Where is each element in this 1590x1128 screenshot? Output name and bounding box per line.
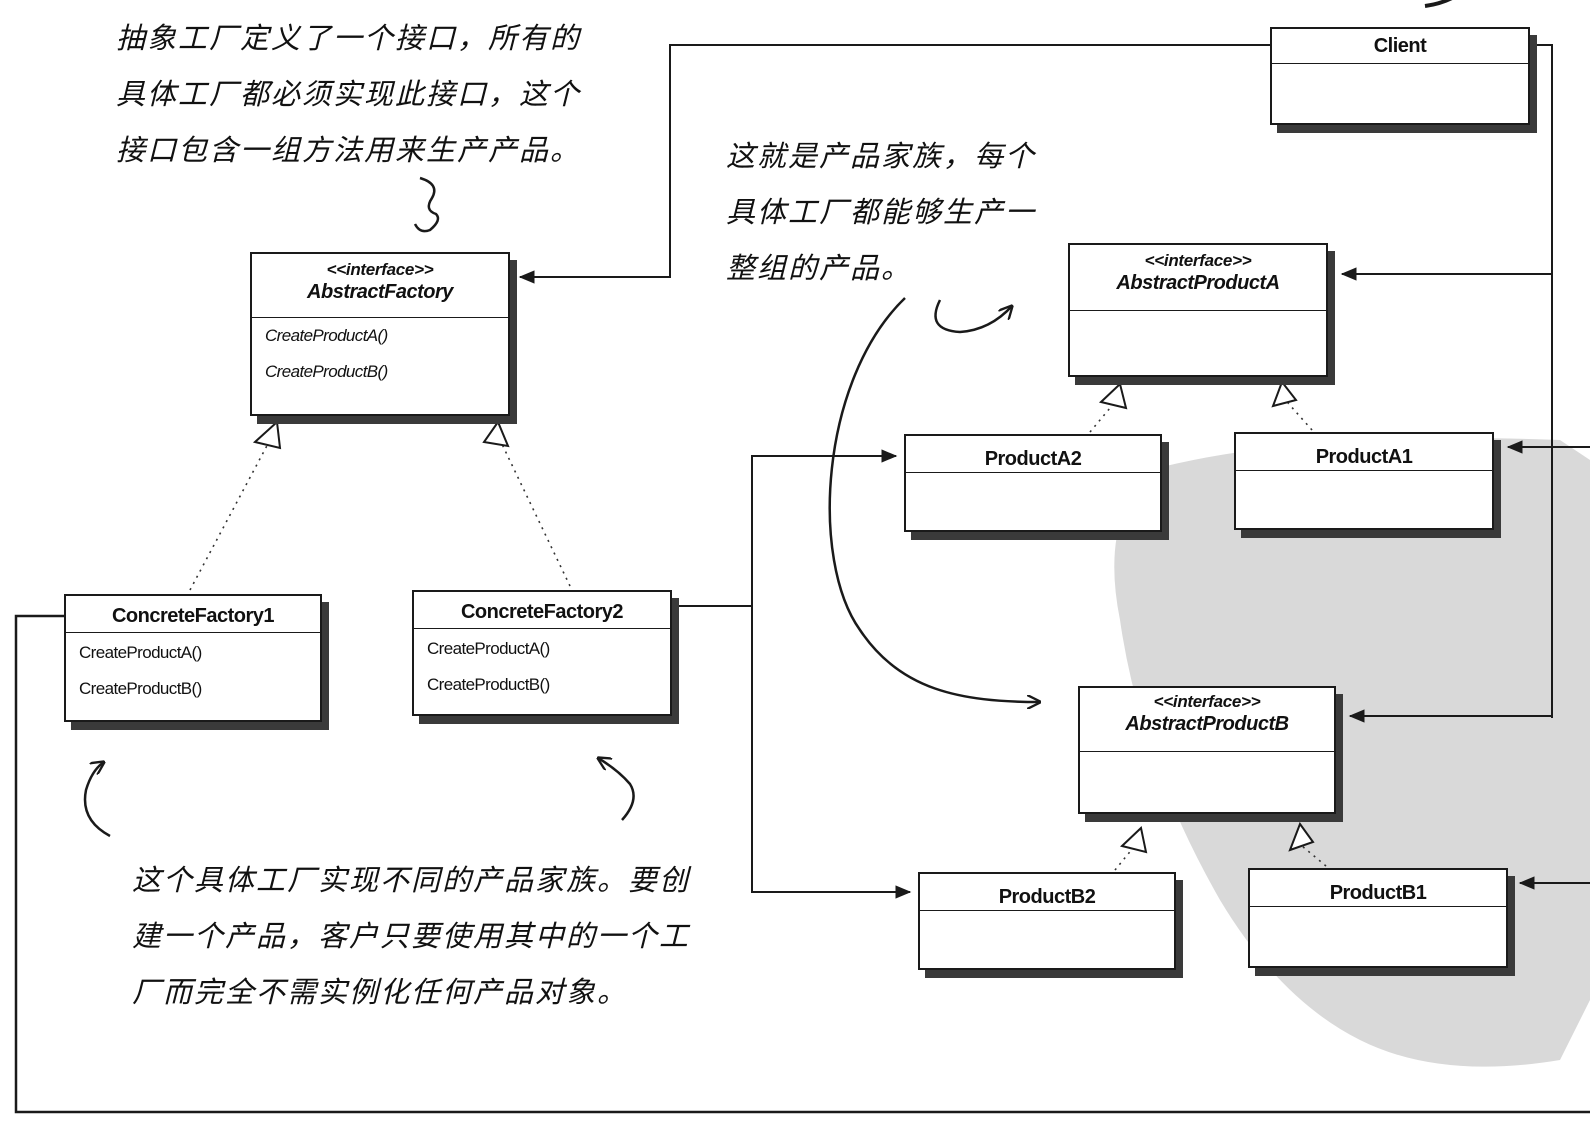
- client-right-rail: [1528, 44, 1553, 718]
- concrete-factory2-box: ConcreteFactory2 CreateProductA() Create…: [412, 590, 672, 716]
- product-b2-box: ProductB2: [918, 872, 1176, 970]
- abstract-factory-title: AbstractFactory: [307, 281, 453, 303]
- abstract-product-b-stereotype: <<interface>>: [1153, 692, 1261, 711]
- concrete-factory1-box: ConcreteFactory1 CreateProductA() Create…: [64, 594, 322, 722]
- product-b1-box: ProductB1: [1248, 868, 1508, 968]
- abstract-factory-method: CreateProductA(): [265, 326, 388, 345]
- concrete-factory1-method: CreateProductB(): [79, 679, 202, 698]
- cf1-hook-arrow: [83, 762, 111, 838]
- concrete-factory1-method: CreateProductA(): [79, 643, 202, 662]
- cf2-to-product-b2-line: [751, 606, 912, 899]
- product-a1-title: ProductA1: [1315, 446, 1413, 468]
- note-line: 建一个产品，客户只要使用其中的一个工: [132, 919, 691, 953]
- concrete-factory2-title: ConcreteFactory2: [460, 601, 624, 623]
- product-b2-title: ProductB2: [998, 886, 1096, 908]
- abstract-factory-method: CreateProductB(): [265, 362, 388, 381]
- a1-realizes-abstract-product-a: [1287, 402, 1313, 431]
- concrete-factory1-title: ConcreteFactory1: [111, 605, 275, 627]
- family-curve: [828, 297, 1040, 702]
- b2-realization-arrowhead: [1119, 826, 1148, 854]
- client-to-abstract-factory-line: [518, 44, 1270, 284]
- abstract-product-b-box: <<interface>> AbstractProductB: [1078, 686, 1336, 814]
- note-line: 厂而完全不需实例化任何产品对象。: [132, 975, 629, 1009]
- a1-realization-arrowhead: [1271, 379, 1298, 408]
- abstract-factory-box: <<interface>> AbstractFactory CreateProd…: [250, 252, 510, 416]
- concrete-factory2-method: CreateProductB(): [427, 675, 550, 694]
- abstract-factory-note: 抽象工厂定义了一个接口，所有的 具体工厂都必须实现此接口，这个 接口包含一组方法…: [116, 10, 581, 178]
- cf2-to-product-a2-line: [672, 449, 898, 607]
- product-b1-title: ProductB1: [1329, 882, 1427, 904]
- note-line: 这就是产品家族，每个: [726, 139, 1037, 173]
- cf1-realization-arrowhead: [252, 419, 282, 450]
- product-family-note: 这就是产品家族，每个 具体工厂都能够生产一 整组的产品。: [726, 128, 1036, 296]
- product-a2-box: ProductA2: [904, 434, 1162, 532]
- brace-curve: [413, 176, 440, 233]
- client-box: Client: [1270, 27, 1530, 125]
- cf2-hook-arrow: [598, 758, 635, 821]
- cf1-bottom-loop-line: [14, 614, 1590, 1114]
- concrete-factory-note: 这个具体工厂实现不同的产品家族。要创 建一个产品，客户只要使用其中的一个工 厂而…: [132, 852, 690, 1020]
- b1-realizes-abstract-product-b: [1301, 845, 1327, 867]
- product-a1-box: ProductA1: [1234, 432, 1494, 530]
- note-line: 接口包含一组方法用来生产产品。: [116, 133, 582, 167]
- note-line: 整组的产品。: [726, 251, 913, 285]
- abstract-product-a-title: AbstractProductA: [1116, 272, 1280, 294]
- abstract-product-b-title: AbstractProductB: [1125, 713, 1289, 735]
- b1-realization-arrowhead: [1288, 821, 1315, 852]
- a2-realizes-abstract-product-a: [1089, 401, 1116, 433]
- abstract-product-a-box: <<interface>> AbstractProductA: [1068, 243, 1328, 377]
- abstract-product-a-stereotype: <<interface>>: [1144, 251, 1252, 270]
- a2-realization-arrowhead: [1098, 382, 1128, 410]
- family-hook-arrow: [934, 299, 1013, 334]
- top-right-stroke: [1424, 0, 1453, 8]
- cf2-realizes-abstract-factory: [499, 439, 571, 587]
- note-line: 抽象工厂定义了一个接口，所有的: [116, 21, 582, 55]
- note-line: 具体工厂都能够生产一: [726, 195, 1037, 229]
- cf2-realization-arrowhead: [482, 419, 510, 448]
- concrete-factory2-method: CreateProductA(): [427, 639, 550, 658]
- b2-realizes-abstract-product-b: [1114, 847, 1134, 871]
- product-a2-title: ProductA2: [984, 448, 1082, 470]
- abstract-factory-stereotype: <<interface>>: [326, 260, 434, 279]
- client-title: Client: [1373, 35, 1427, 57]
- cf1-realizes-abstract-factory: [189, 439, 271, 591]
- note-line: 这个具体工厂实现不同的产品家族。要创: [132, 863, 691, 897]
- note-line: 具体工厂都必须实现此接口，这个: [116, 77, 582, 111]
